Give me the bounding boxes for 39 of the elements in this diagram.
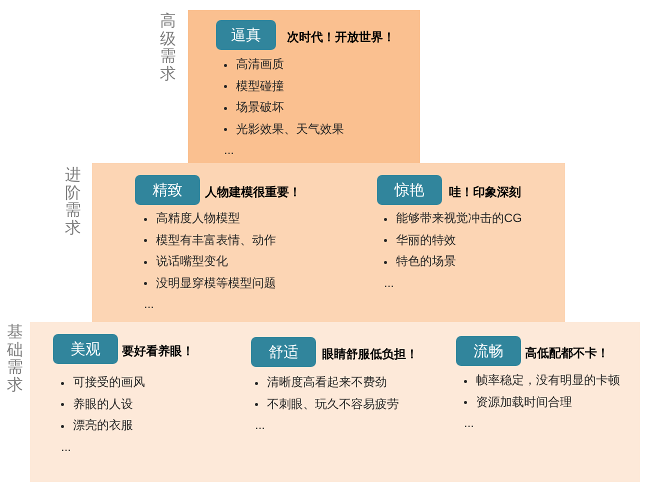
bullet-item: 模型碰撞 — [224, 76, 284, 97]
bullet-item: 清晰度高看起来不费劲 — [255, 372, 387, 394]
ellipsis-text: ... — [255, 417, 266, 434]
tier-label: 高级需求 — [160, 13, 176, 84]
bullet-item: 漂亮的衣服 — [61, 415, 133, 436]
bullet-item: 说话嘴型变化 — [144, 251, 228, 272]
bullet-item: 华丽的特效 — [384, 230, 456, 251]
bullet-item: 不刺眼、玩久不容易疲劳 — [255, 394, 399, 415]
bullet-item: 资源加载时间合理 — [464, 392, 572, 413]
category-badge: 美观 — [53, 334, 118, 364]
bullet-item: 模型有丰富表情、动作 — [144, 230, 276, 251]
bullet-item: 高清画质 — [224, 54, 284, 76]
category-badge: 精致 — [135, 175, 200, 205]
tier-label: 基础需求 — [7, 324, 23, 394]
bullet-item: 帧率稳定，没有明显的卡顿 — [464, 370, 620, 392]
bullet-item: 高精度人物模型 — [144, 208, 240, 230]
bullet-item: 光影效果、天气效果 — [224, 118, 344, 140]
ellipsis-text: ... — [144, 296, 154, 313]
category-badge: 逼真 — [216, 20, 276, 50]
bullet-item: 场景破坏 — [224, 97, 284, 118]
ellipsis-text: ... — [224, 142, 234, 159]
ellipsis-text: ... — [464, 415, 474, 432]
tagline: 要好看养眼！ — [122, 342, 194, 360]
tagline: 高低配都不卡！ — [525, 344, 609, 362]
tagline: 哇！印象深刻 — [449, 184, 521, 200]
bullet-item: 可接受的画风 — [61, 372, 145, 394]
category-badge: 惊艳 — [377, 175, 442, 205]
category-badge: 舒适 — [251, 337, 316, 367]
tagline: 人物建模很重要！ — [205, 184, 301, 200]
bullet-item: 能够带来视觉冲击的CG — [384, 208, 522, 230]
ellipsis-text: ... — [384, 274, 394, 292]
category-badge: 流畅 — [456, 336, 521, 366]
bullet-item: 特色的场景 — [384, 251, 456, 272]
bullet-item: 没明显穿模等模型问题 — [144, 272, 276, 294]
tagline: 眼睛舒服低负担！ — [322, 346, 418, 362]
ellipsis-text: ... — [61, 438, 72, 456]
tier-label: 进阶需求 — [65, 167, 81, 238]
bullet-item: 养眼的人设 — [61, 394, 133, 415]
tagline: 次时代！开放世界！ — [287, 28, 395, 46]
